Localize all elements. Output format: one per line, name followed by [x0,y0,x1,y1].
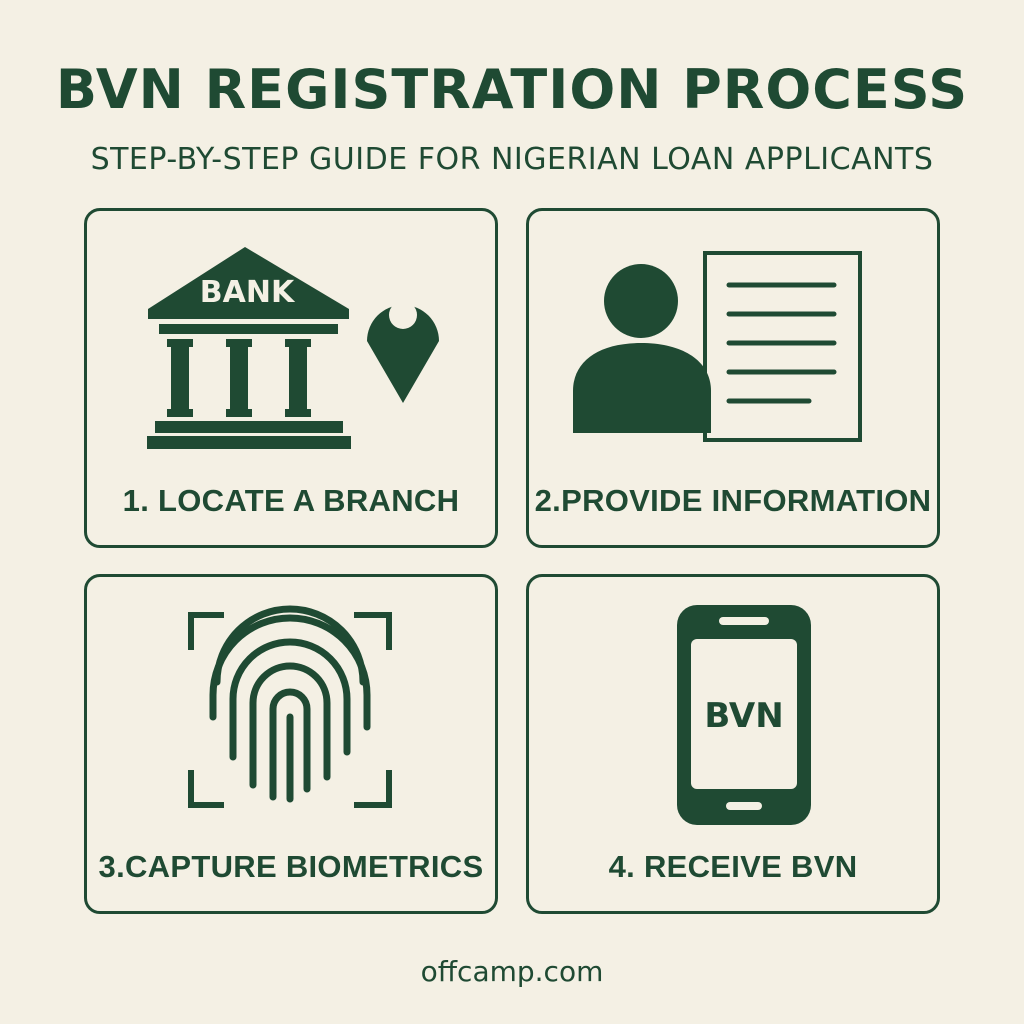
smartphone-icon: BVN [677,605,811,825]
page-title: BVN REGISTRATION PROCESS [55,58,969,121]
step-4-label: 4. RECEIVE BVN [608,849,858,884]
step-3-label: 3.CAPTURE BIOMETRICS [98,849,484,884]
step-1-label: 1. LOCATE A BRANCH [122,483,460,518]
fingerprint-icon [188,605,392,808]
page-subtitle: STEP-BY-STEP GUIDE FOR NIGERIAN LOAN APP… [90,142,934,177]
step-2-label: 2.PROVIDE INFORMATION [534,483,932,518]
person-document-icon [573,251,862,442]
step-card-locate-branch: BANK 1. LOCATE A BRANCH [84,208,498,548]
step-card-capture-biometrics: 3.CAPTURE BIOMETRICS [84,574,498,914]
phone-screen-text: BVN [704,696,783,736]
step-card-provide-information: 2.PROVIDE INFORMATION [526,208,940,548]
step-card-receive-bvn: BVN 4. RECEIVE BVN [526,574,940,914]
footer-website: offcamp.com [420,955,604,988]
bank-icon-text: BANK [200,275,296,310]
bank-icon: BANK [147,247,439,449]
